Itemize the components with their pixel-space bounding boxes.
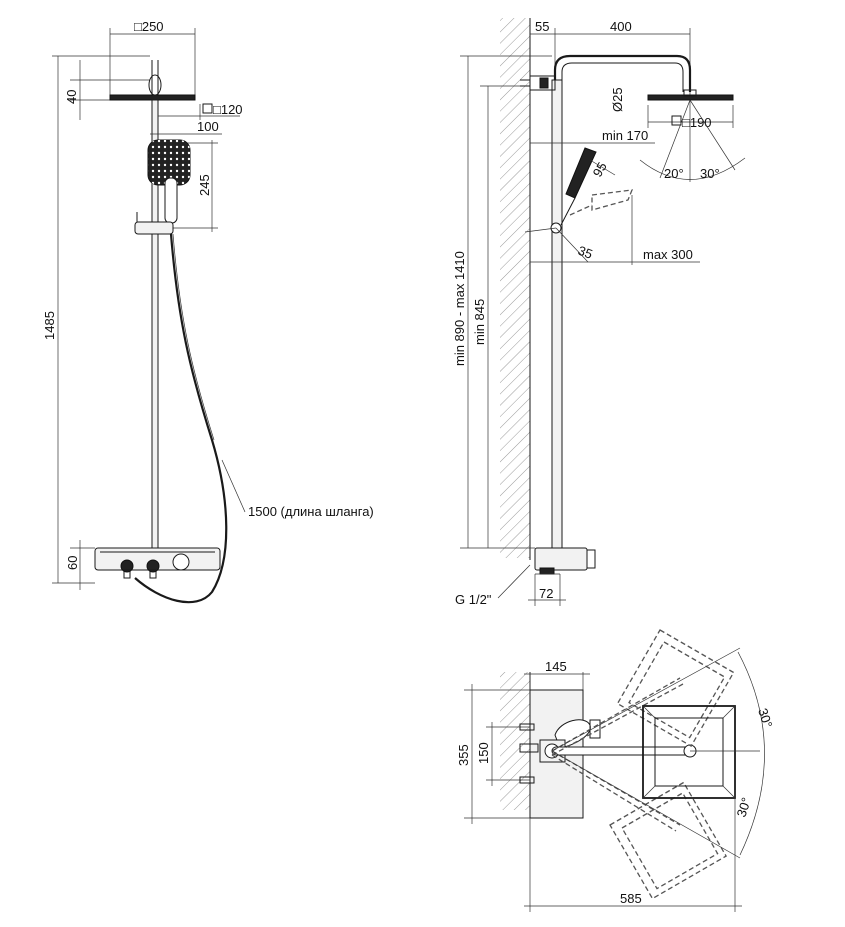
front-head-height-label: 40 [64, 90, 79, 104]
top-width-label: 355 [456, 744, 471, 766]
top-reach-label: 585 [620, 891, 642, 906]
side-holder-max-label: max 300 [643, 247, 693, 262]
front-knob-left [120, 559, 134, 573]
side-column [551, 79, 563, 549]
front-total-height-label: 1485 [42, 311, 57, 340]
top-wall [500, 672, 530, 810]
top-view: 145 355 150 [456, 629, 775, 912]
top-rotation-upper [551, 629, 735, 756]
side-min-height-label: min 845 [472, 299, 487, 345]
front-knob-right [146, 559, 160, 573]
front-hose-length-label: 1500 (длина шланга) [248, 504, 374, 519]
side-height-range-label: min 890 - max 1410 [452, 251, 467, 366]
side-wall-offset-label: 55 [535, 19, 549, 34]
front-button [172, 553, 190, 571]
side-mixer [534, 547, 588, 571]
side-head-size-label: □190 [682, 115, 712, 130]
front-mixer-height-label: 60 [65, 556, 80, 570]
side-hand-angle-label: 35 [576, 243, 595, 262]
side-shower-head [647, 94, 734, 101]
top-angle-lower-label: 30° [734, 796, 754, 819]
side-hand-shower: 95 [560, 147, 634, 226]
side-hand-size-label: 95 [590, 159, 610, 179]
top-depth-label: 145 [545, 659, 567, 674]
side-pipe-diameter-label: Ø25 [610, 87, 625, 112]
side-angle-30-label: 30° [700, 166, 720, 181]
side-wall [500, 18, 530, 558]
front-shower-head [109, 94, 196, 101]
front-hand-holder-label: 245 [197, 174, 212, 196]
side-view: 55 400 Ø25 □190 20° 30° min 170 [452, 18, 746, 607]
top-inlet-spacing-label: 150 [476, 742, 491, 764]
side-angle-20-label: 20° [664, 166, 684, 181]
front-hand-offset-label: 100 [197, 119, 219, 134]
top-angle-upper-label: 30° [755, 706, 775, 729]
top-arm [551, 746, 693, 756]
top-head-outer [642, 705, 736, 799]
front-head-size-label: □250 [134, 19, 164, 34]
front-hand-size-label: □120 [213, 102, 243, 117]
top-head-inner [654, 717, 724, 787]
front-hose [134, 233, 228, 604]
side-bottom-offset-label: 72 [539, 586, 553, 601]
side-arm-length-label: 400 [610, 19, 632, 34]
side-connection-label: G 1/2" [455, 592, 492, 607]
front-view: □250 40 1485 60 □120 100 245 [42, 19, 374, 604]
side-holder-min-label: min 170 [602, 128, 648, 143]
